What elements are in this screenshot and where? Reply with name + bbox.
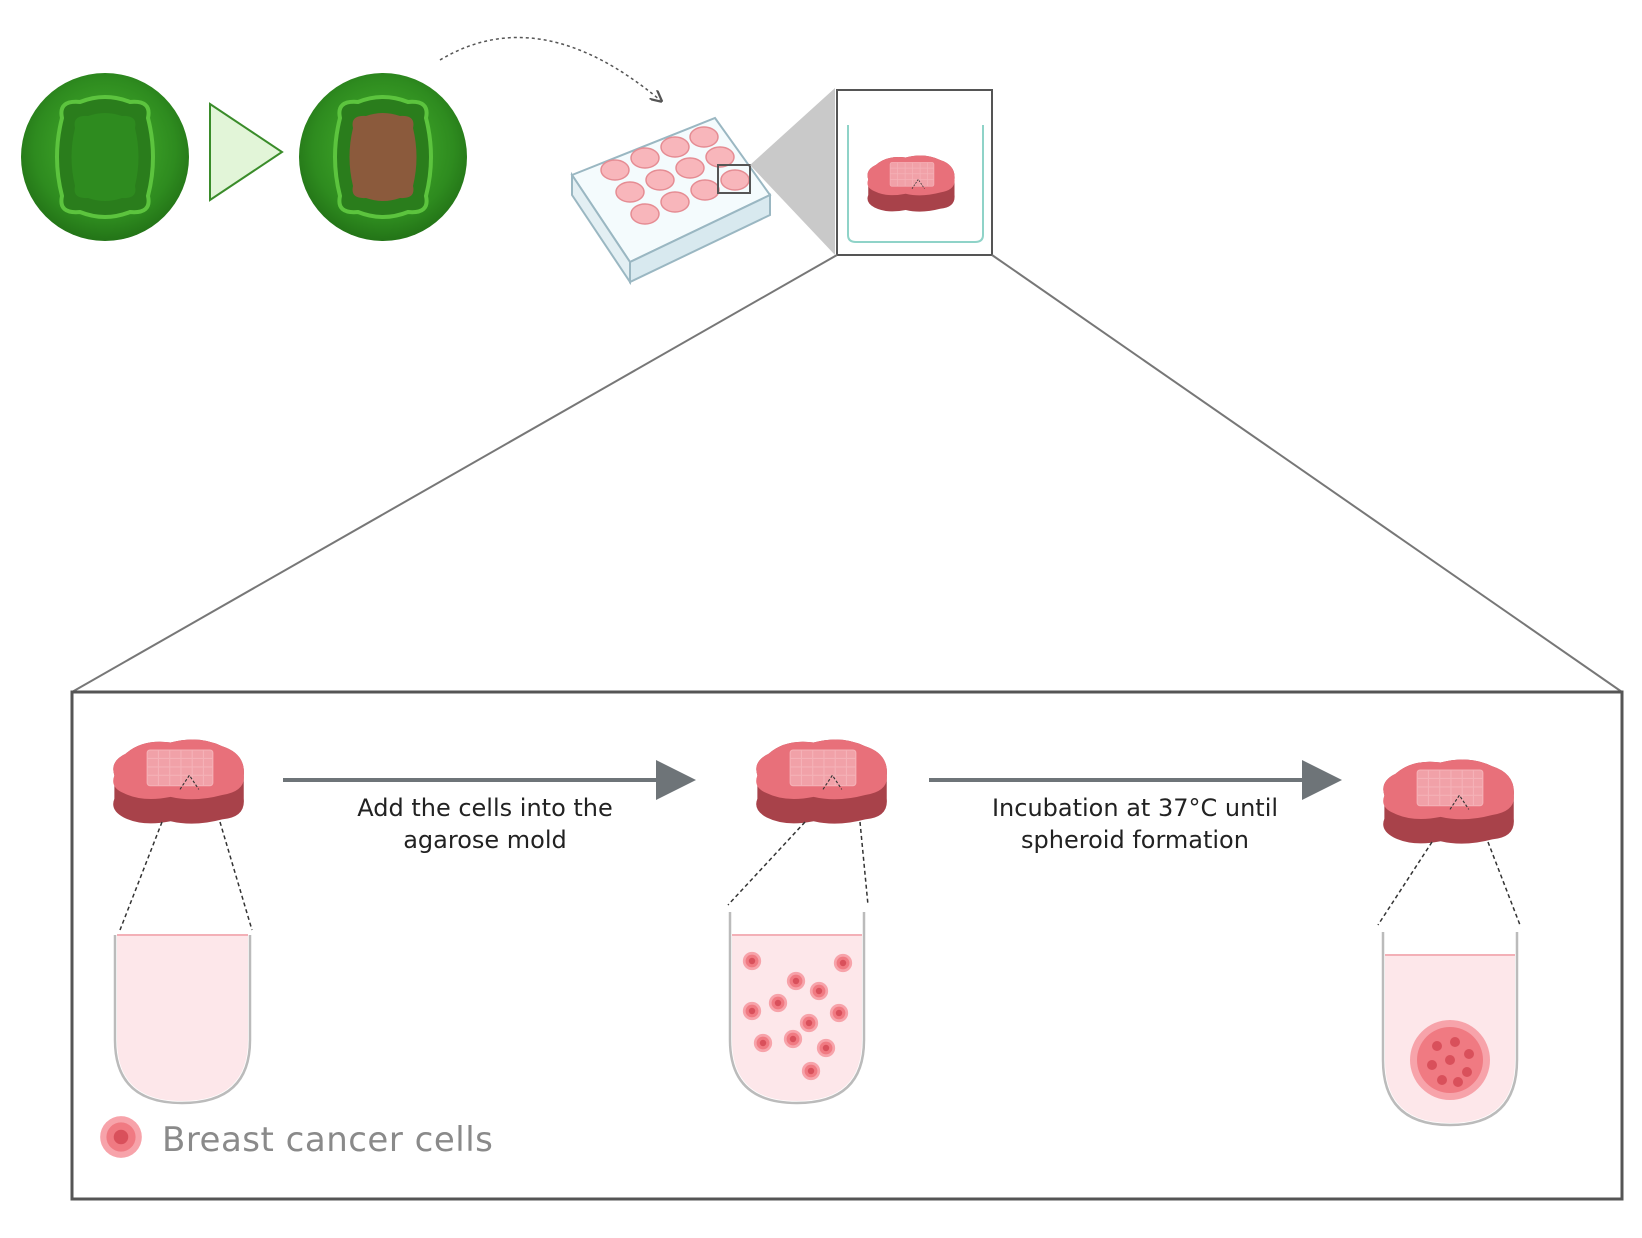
step-2-line-2: spheroid formation — [1021, 826, 1249, 854]
agarose-mold-icon — [1382, 758, 1515, 845]
stage-3 — [1377, 758, 1521, 1127]
cell-icon — [829, 1003, 849, 1023]
step-2-label: Incubation at 37°C until spheroid format… — [930, 792, 1340, 856]
tube-icon — [728, 912, 866, 1105]
cell-icon — [768, 993, 788, 1013]
inset-well — [836, 89, 993, 256]
cell-icon — [742, 951, 762, 971]
cell-icon — [753, 1033, 773, 1053]
step-triangle-icon — [209, 102, 284, 202]
cell-icon — [783, 1029, 803, 1049]
zoom-line-left — [71, 254, 838, 693]
cell-icon — [786, 971, 806, 991]
step-1-line-1: Add the cells into the — [357, 794, 613, 822]
cell-icon — [816, 1038, 836, 1058]
mold-filled-icon — [299, 73, 467, 241]
tube-icon — [113, 934, 252, 1105]
cell-icon — [801, 1061, 821, 1081]
cell-icon — [799, 1013, 819, 1033]
mold-empty-icon — [21, 73, 189, 241]
agarose-mold-icon — [112, 738, 245, 825]
agarose-mold-icon — [755, 738, 888, 825]
legend-label: Breast cancer cells — [162, 1120, 494, 1160]
step-1-label: Add the cells into the agarose mold — [290, 792, 680, 856]
zoom-line-right — [991, 254, 1623, 693]
cell-icon — [809, 981, 829, 1001]
step-1-line-2: agarose mold — [403, 826, 567, 854]
stage-1 — [112, 738, 253, 1105]
zoom-wedge — [750, 88, 835, 255]
step-2-line-1: Incubation at 37°C until — [991, 794, 1279, 822]
spheroid-icon — [1410, 1020, 1490, 1100]
cell-icon — [833, 953, 853, 973]
legend-cell-icon — [100, 1116, 142, 1158]
plate-icon — [570, 116, 772, 286]
transfer-arrow — [439, 36, 660, 101]
stage-2 — [727, 738, 888, 1105]
cell-icon — [742, 1001, 762, 1021]
